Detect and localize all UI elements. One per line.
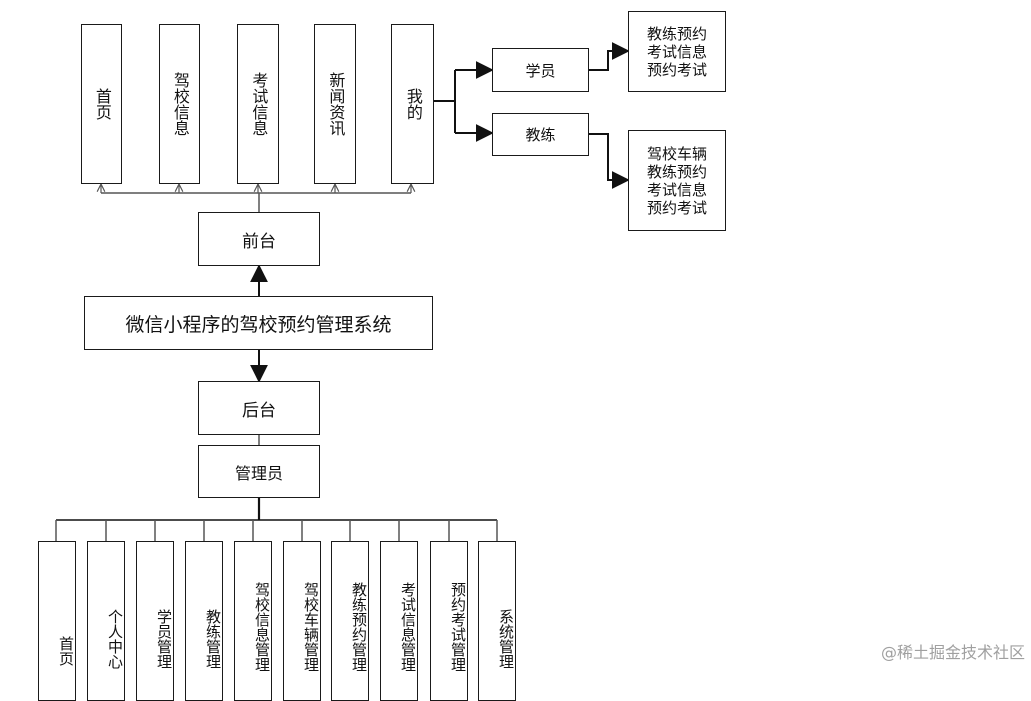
coach-function-item: 驾校车辆 (646, 144, 707, 163)
system-structure-diagram: 首页 驾校信息 考试信息 新闻资讯 我的 学员 教练 教练预约 考试信息 预约考… (38, 11, 1025, 701)
student-function-item: 教练预约 (646, 24, 707, 43)
backend-module-school-vehicle-management: 驾校车辆管理 (283, 541, 321, 701)
coach-function-item: 教练预约 (646, 162, 707, 181)
student-function-item: 考试信息 (646, 42, 707, 61)
role-student: 学员 (492, 48, 589, 92)
coach-function-item: 考试信息 (646, 180, 707, 199)
backend-module-drops (55, 520, 498, 541)
coach-function-item: 预约考试 (646, 198, 707, 217)
backend-module-exam-info-management: 考试信息管理 (380, 541, 418, 701)
backend-module-home: 首页 (38, 541, 76, 701)
frontend-module-news: 新闻资讯 (314, 24, 356, 184)
frontend-module-school-info: 驾校信息 (159, 24, 200, 184)
frontend-node: 前台 (198, 212, 320, 266)
backend-node: 后台 (198, 381, 320, 435)
role-coach: 教练 (492, 113, 589, 156)
frontend-module-mine: 我的 (391, 24, 434, 184)
frontend-module-home: 首页 (81, 24, 122, 184)
arrow-student-functions (589, 42, 630, 71)
backend-module-coach-management: 教练管理 (185, 541, 223, 701)
arrow-coach-functions (589, 133, 630, 189)
system-root-node: 微信小程序的驾校预约管理系统 (84, 296, 433, 350)
connector-lines (55, 42, 630, 541)
backend-module-system-management: 系统管理 (478, 541, 516, 701)
student-function-item: 预约考试 (646, 60, 707, 79)
backend-module-exam-booking-management: 预约考试管理 (430, 541, 468, 701)
backend-module-coach-booking-management: 教练预约管理 (331, 541, 369, 701)
frontend-module-exam-info: 考试信息 (237, 24, 279, 184)
student-function-list: 教练预约 考试信息 预约考试 (628, 11, 726, 92)
coach-function-list: 驾校车辆 教练预约 考试信息 预约考试 (628, 130, 726, 231)
backend-module-student-management: 学员管理 (136, 541, 174, 701)
backend-module-school-info-management: 驾校信息管理 (234, 541, 272, 701)
backend-module-personal-center: 个人中心 (87, 541, 125, 701)
watermark: @稀土掘金技术社区 (880, 643, 1025, 662)
admin-role-node: 管理员 (198, 445, 320, 498)
